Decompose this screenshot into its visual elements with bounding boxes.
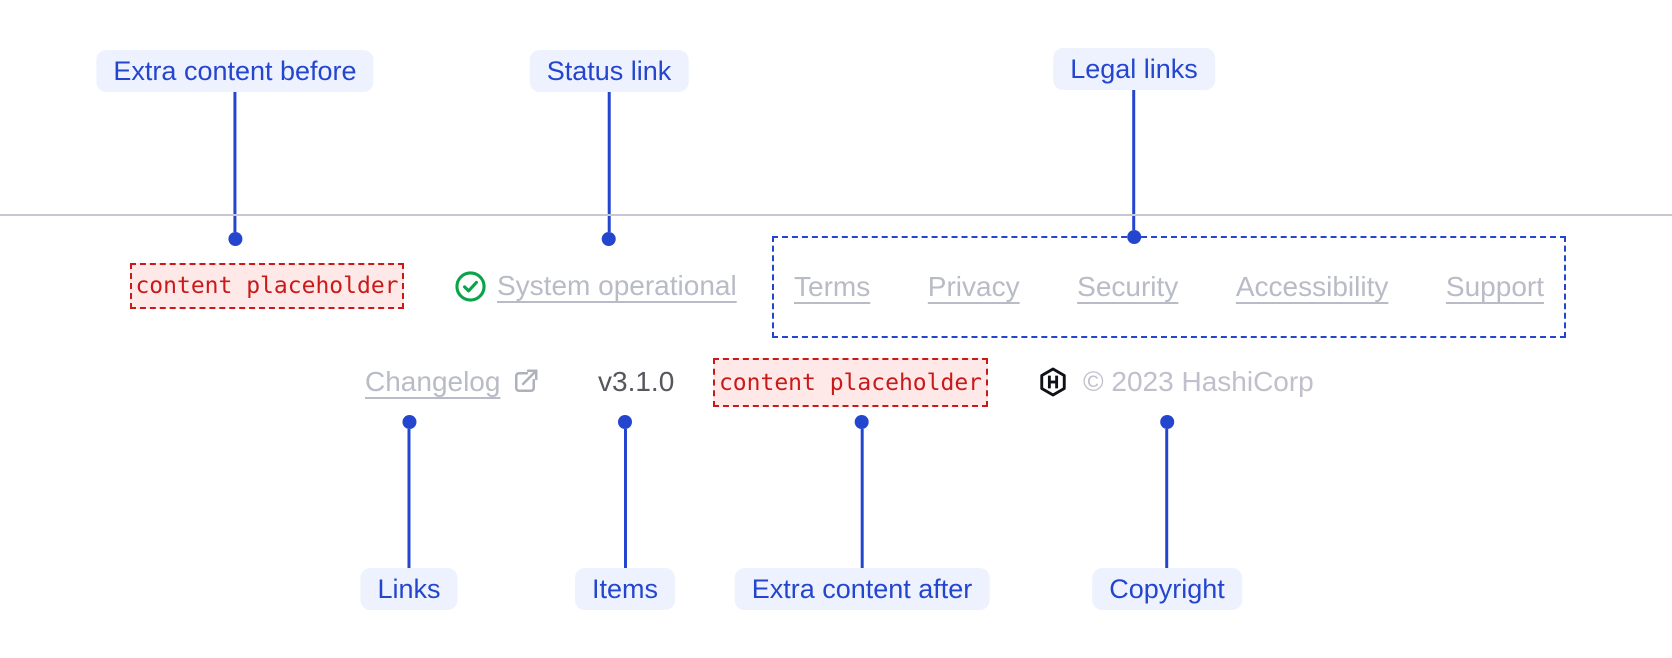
annotation-label: Copyright <box>1092 568 1242 610</box>
annotation-label: Status link <box>529 50 689 92</box>
copyright-text: © 2023 HashiCorp <box>1083 366 1314 397</box>
callout-dot <box>228 232 242 246</box>
callout-dot <box>402 415 416 429</box>
annotation-label: Links <box>360 568 458 610</box>
callout-dot <box>1160 415 1174 429</box>
callout-line <box>607 92 611 232</box>
footer-top-divider <box>0 214 1672 216</box>
callout-status-link: Status link <box>529 50 689 246</box>
extra-content-after-placeholder: content placeholder <box>713 358 988 407</box>
callout-line <box>407 429 411 568</box>
callout-line <box>623 429 627 568</box>
callout-items: Items <box>574 415 676 610</box>
callout-links: Links <box>360 415 458 610</box>
callout-dot <box>617 415 632 429</box>
legal-link-security[interactable]: Security <box>1077 271 1179 302</box>
callout-extra-content-before: Extra content before <box>96 50 374 246</box>
changelog-link[interactable]: Changelog <box>365 366 540 398</box>
callout-line <box>860 429 864 568</box>
changelog-link-label: Changelog <box>365 366 501 397</box>
annotation-label: Legal links <box>1053 48 1215 90</box>
annotation-label: Extra content before <box>96 50 374 92</box>
callout-line <box>233 92 237 232</box>
copyright: © 2023 HashiCorp <box>1038 366 1314 398</box>
callout-dot <box>602 232 616 246</box>
legal-link-terms[interactable]: Terms <box>794 271 871 302</box>
callout-dot <box>855 415 869 429</box>
check-circle-icon <box>455 270 486 302</box>
legal-link-privacy[interactable]: Privacy <box>927 271 1020 302</box>
callout-legal-links: Legal links <box>1053 48 1215 244</box>
callout-line <box>1132 90 1136 230</box>
version-item: v3.1.0 <box>598 366 675 397</box>
external-link-icon <box>515 369 538 392</box>
status-link-label: System operational <box>497 270 737 301</box>
annotation-label: Items <box>574 568 676 610</box>
hashicorp-logo <box>1040 367 1066 397</box>
status-link[interactable]: System operational <box>455 270 737 302</box>
legal-link-support[interactable]: Support <box>1445 271 1544 302</box>
legal-links-group: Terms Privacy Security Accessibility Sup… <box>772 236 1566 338</box>
annotation-label: Extra content after <box>734 568 990 610</box>
callout-line <box>1165 429 1169 568</box>
callout-extra-content-after: Extra content after <box>734 415 990 610</box>
legal-link-accessibility[interactable]: Accessibility <box>1235 271 1389 302</box>
callout-copyright: Copyright <box>1092 415 1242 610</box>
extra-content-before-placeholder: content placeholder <box>130 263 404 309</box>
